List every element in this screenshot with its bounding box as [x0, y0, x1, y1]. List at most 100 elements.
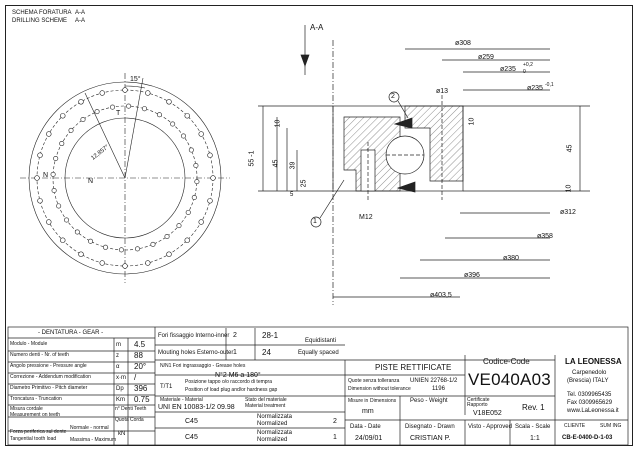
outer-hole — [198, 131, 204, 137]
drilling-scheme-view — [20, 73, 230, 283]
cert-label1: Certificate — [467, 397, 490, 403]
holes-row1-num: 2 — [233, 332, 237, 339]
m12-label: M12 — [359, 214, 373, 221]
inner-hole — [180, 133, 186, 139]
callout-1: 1 — [313, 218, 317, 225]
tt-line1: Posizione tappo o/o raccordo di tempra — [185, 379, 272, 385]
inner-hole — [193, 163, 199, 169]
gear-row-value: 0.75 — [134, 395, 150, 404]
fax: Fax 0309965629 — [567, 400, 613, 406]
outer-hole — [78, 99, 84, 105]
gear-row-value: 20° — [134, 362, 147, 371]
gear-row-label: Angolo pressione - Pressure angle — [10, 363, 87, 369]
dim-l-0: 55 -1 — [248, 150, 256, 167]
row8-c1: Normale - normal — [70, 425, 109, 431]
tt-line2: Position of load plug and/or hardness ga… — [185, 387, 278, 393]
tol1-label: Quote senza tolleranza — [348, 378, 400, 384]
dim-b-4: ø403,5 — [430, 292, 452, 299]
row7-a: Misura cordale — [10, 406, 43, 412]
dim-r-1: ø259 — [478, 54, 494, 61]
gear-row-symbol: Dp — [116, 386, 124, 392]
gear-row-label: Modulo - Module — [10, 341, 48, 347]
tol1-val: UNIEN 22768-1/2 — [410, 378, 458, 384]
inner-hole — [94, 109, 100, 115]
cust-label: CLIENTE — [564, 423, 586, 429]
outer-hole — [207, 152, 213, 158]
drawn-value: CRISTIAN P. — [410, 435, 451, 442]
outer-hole — [207, 198, 213, 204]
tol2-val: 1196 — [432, 386, 445, 392]
dim-l-3: 39 — [289, 161, 297, 170]
outer-hole — [99, 260, 105, 266]
measure-label1: Misure in — [348, 398, 369, 404]
measure-label2: Dimensions — [370, 398, 397, 404]
circ-2: 2 — [333, 418, 337, 425]
outer-hole — [184, 237, 190, 243]
equi-2: Equally spaced — [298, 350, 339, 356]
inner-hole — [59, 141, 65, 147]
outer-hole — [99, 90, 105, 96]
row8-b: Tangential tooth load — [10, 436, 57, 442]
scale-value: 1:1 — [530, 435, 540, 442]
holes-row1-val: 28-1 — [262, 331, 279, 340]
header-line2-value: A-A — [75, 18, 86, 24]
outer-hole — [145, 90, 151, 96]
mat-label3: Material treatment — [245, 403, 286, 409]
holes-row2-val: 24 — [262, 348, 271, 357]
drawing-sheet — [5, 5, 633, 446]
holes-row1-label: Fori fissaggio Interno-inner — [158, 333, 230, 339]
outer-hole — [60, 113, 66, 119]
surface-label: PISTE RETTIFICATE — [375, 363, 452, 372]
date-label: Data - Date — [350, 424, 381, 430]
dim-r-4: 0 — [523, 69, 526, 75]
callout-2: 2 — [391, 93, 395, 100]
code-value: VE040A03 — [468, 370, 551, 389]
outer-hole — [166, 99, 172, 105]
dim-l-2: 45 — [272, 159, 280, 168]
inner-hole — [150, 241, 156, 247]
norm1b: Normalized — [257, 421, 288, 427]
inner-hole — [188, 147, 194, 153]
dim-r-5: ø235 — [527, 85, 543, 92]
date-value: 24/09/01 — [355, 435, 383, 442]
gear-row-label: Troncatura - Truncation — [10, 396, 62, 402]
units-value: mm — [362, 408, 374, 415]
outer-hole — [37, 198, 43, 204]
outer-hole — [184, 113, 190, 119]
inner-hole — [51, 187, 57, 193]
dim-l-1: 10 — [274, 119, 282, 128]
outer-hole — [46, 131, 52, 137]
marker-t: T — [116, 110, 121, 117]
outer-hole — [122, 263, 128, 269]
outer-hole — [34, 175, 40, 181]
inner-hole — [56, 203, 62, 209]
c45-1: C45 — [185, 418, 198, 425]
norm2b: Normalized — [257, 437, 288, 443]
dim-l-4: 25 — [300, 179, 308, 188]
header-line1-value: A-A — [75, 10, 86, 16]
dim-r-3: +0,2 — [523, 62, 533, 68]
ref-value: CB-E-0400-D-1-03 — [562, 435, 613, 441]
cert-label2: Rapporto — [467, 402, 488, 408]
company-logo: LA LEONESSA — [565, 357, 622, 366]
tt-label: T/T1 — [160, 384, 173, 390]
grease-val: N°2 M6 a 180° — [215, 372, 261, 379]
inner-hole — [110, 104, 116, 110]
equi-1: Equidistanti — [305, 338, 337, 344]
dim-b-3: ø396 — [464, 272, 480, 279]
inner-hole — [176, 223, 182, 229]
cert-val: V18E052 — [473, 410, 502, 417]
dim-r-9: 10 — [468, 117, 476, 126]
outer-hole — [166, 251, 172, 257]
gear-row-value: 88 — [134, 351, 143, 360]
grease-head: N/N1 Fori ingrassaggio - Grease holes — [160, 363, 246, 369]
gear-row-value: / — [134, 373, 137, 382]
outer-hole — [78, 251, 84, 257]
inner-hole — [142, 106, 148, 112]
tol2-label: Dimension without tolerance — [348, 386, 411, 392]
row7-sym2: Quota Corda — [115, 417, 144, 423]
inner-hole — [126, 103, 132, 109]
dim-r-6: -0,1 — [545, 82, 554, 88]
section-title: A-A — [310, 23, 324, 32]
